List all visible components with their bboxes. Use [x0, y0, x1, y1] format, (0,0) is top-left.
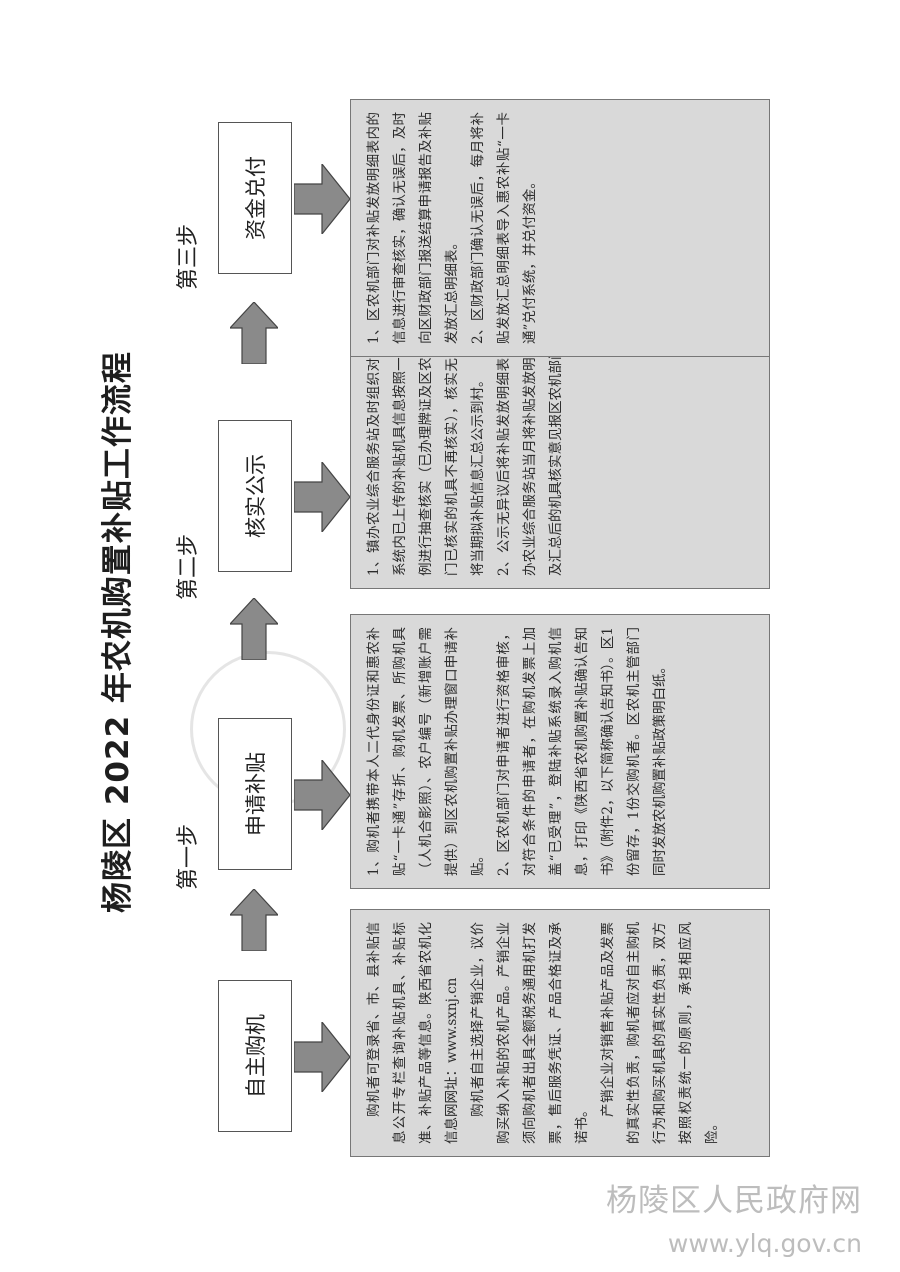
desc-self-purchase-para-1: 购机者可登录省、市、县补贴信息公开专栏查询补贴机具、补贴标准、补贴产品等信息。陕…	[366, 922, 460, 1144]
arrow-right-1-icon	[230, 889, 278, 951]
step-label-3-payment: 第三步	[176, 223, 201, 290]
box-apply-subsidy-label: 申请补贴	[244, 752, 268, 836]
box-fund-payment-label: 资金兑付	[244, 156, 268, 240]
arrow-down-2-icon	[294, 760, 350, 830]
box-verify-publicize-label: 核实公示	[244, 454, 268, 538]
desc-self-purchase-para-3: 产销企业对销售补贴产品及发票的真实性负责，购机者应对自主购机行为和购买机具的真实…	[600, 922, 720, 1144]
desc-verify-publicize: 1、镇办农业综合服务站及时组织对补贴系统内已上传的补贴机具信息按照一定比例进行抽…	[350, 317, 770, 589]
desc-verify-para-2: 2、公示无异议后将补贴发放明细表。镇办农业综合服务站当月将补贴发放明细表及汇总后…	[496, 330, 564, 576]
desc-payment-para-1: 1、区农机部门对补贴发放明细表内的信息进行审查核实，确认无误后，及时向区财政部门…	[366, 112, 460, 344]
step-label-2-verify: 第二步	[176, 533, 201, 600]
watermark-url: www.ylq.gov.cn	[667, 1229, 862, 1258]
desc-self-purchase-para-2: 购机者自主选择产销企业，议价购买纳入补贴的农机产品。产销企业须向购机者出具全额税…	[470, 922, 590, 1144]
arrow-down-4-icon	[294, 164, 350, 234]
box-self-purchase-label: 自主购机	[244, 1014, 268, 1098]
desc-self-purchase: 购机者可登录省、市、县补贴信息公开专栏查询补贴机具、补贴标准、补贴产品等信息。陕…	[350, 909, 770, 1157]
desc-apply-para-2: 2、区农机部门对申请者进行资格审核，对符合条件的申请者，在购机发票上加盖“已受理…	[496, 627, 668, 876]
desc-apply-subsidy: 1、购机者携带本人二代身份证和惠农补贴“一卡通”存折、购机发票、所购机具（人机合…	[350, 614, 770, 889]
box-fund-payment: 资金兑付	[218, 122, 292, 274]
desc-fund-payment: 1、区农机部门对补贴发放明细表内的信息进行审查核实，确认无误后，及时向区财政部门…	[350, 99, 770, 357]
desc-apply-para-1: 1、购机者携带本人二代身份证和惠农补贴“一卡通”存折、购机发票、所购机具（人机合…	[366, 627, 486, 876]
box-verify-publicize: 核实公示	[218, 420, 292, 572]
arrow-down-3-icon	[294, 462, 350, 532]
arrow-right-3-icon	[230, 302, 278, 364]
watermark-site-name: 杨陵区人民政府网	[606, 1183, 862, 1219]
page-title: 杨陵区 2022 年农机购置补贴工作流程	[100, 351, 136, 913]
desc-payment-para-2: 2、区财政部门确认无误后，每月将补贴发放汇总明细表导入惠农补贴“一卡通”兑付系统…	[470, 112, 538, 344]
step-label-1-apply: 第一步	[176, 823, 201, 890]
arrow-down-1-icon	[294, 1022, 350, 1092]
box-self-purchase: 自主购机	[218, 980, 292, 1132]
arrow-right-2-icon	[230, 598, 278, 660]
desc-verify-para-1: 1、镇办农业综合服务站及时组织对补贴系统内已上传的补贴机具信息按照一定比例进行抽…	[366, 330, 486, 576]
box-apply-subsidy: 申请补贴	[218, 718, 292, 870]
